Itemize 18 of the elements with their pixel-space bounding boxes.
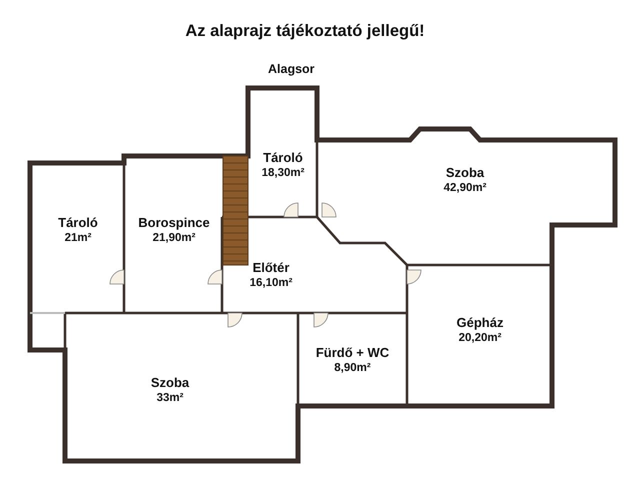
room-name: Szoba [446,164,484,181]
room-area: 8,90m² [334,360,371,376]
room-name: Tároló [58,214,98,231]
room-area: 21,90m² [152,230,196,246]
room-area: 21m² [64,230,92,246]
room-name: Gépház [456,314,504,331]
room-name: Tároló [263,150,303,166]
room-name: Előtér [252,260,290,276]
room-area: 20,20m² [458,330,502,346]
room-area: 16,10m² [250,276,292,290]
room-area: 33m² [156,390,184,406]
room-name: Szoba [150,374,190,391]
plan-title: Az alaprajz tájékoztató jellegű! [184,22,426,41]
room-name: Borospince [138,214,210,231]
floor-name: Alagsor [268,62,315,76]
room-name: Fürdő + WC [316,344,390,361]
room-area: 18,30m² [262,166,304,180]
room-area: 42,90m² [444,180,486,196]
